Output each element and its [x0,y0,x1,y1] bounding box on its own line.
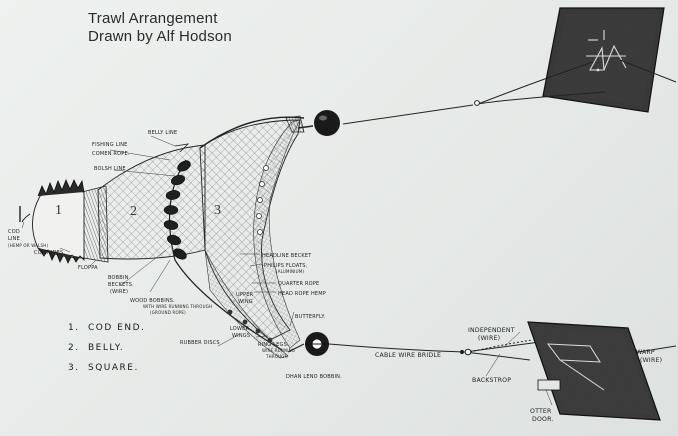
label-otter-door-2: DOOR. [532,416,554,423]
label-cowhides: COWHIDES. [34,250,65,256]
lower-dhan-leno-bobbin [287,332,329,356]
legend-num-3: 3. [68,363,80,373]
label-rubber-discs: RUBBER DISCS [180,340,220,346]
legend-text-3: SQUARE. [88,363,139,373]
label-upper-wing-2: WING [238,299,253,305]
label-ring-legs-note: WIRE RUNNING [262,348,295,353]
label-bobbin-beckets-2: BECKETS. [108,282,134,288]
label-upper-wing: UPPER [236,292,254,298]
upper-otter-door [542,7,665,113]
label-backstrop: BACKSTROP [472,377,511,384]
label-lower-wings-2: WINGS [232,333,250,339]
section-3-label: 3 [214,203,221,218]
section-2-label: 2 [130,204,137,219]
label-warp: WARP [636,349,655,356]
label-bolsh-line: BOLSH LINE [94,166,126,172]
legend-text-1: COD END. [88,323,145,333]
label-cod-line-2: LINE [8,236,20,242]
label-bobbin-beckets: BOBBIN [108,275,129,281]
label-wood-bobbins: WOOD BOBBINS. [130,298,175,304]
label-lower-wings: LOWER [230,326,249,332]
label-ring-legs-note2: THROUGH [265,354,288,359]
label-floppa: FLOPPA [78,265,98,271]
lower-otter-door [527,321,661,421]
diagram-subtitle: Drawn by Alf Hodson [88,28,232,45]
label-ring-legs: RING LEGS. [258,342,289,348]
label-cod-line: COD [8,229,20,235]
label-wood-bobbins-note: WITH WIRE RUNNING THROUGH [143,304,212,309]
diagram-title: Trawl Arrangement [88,10,218,27]
label-headline-becket: HEADLINE BECKET [262,253,312,259]
lower-bridle [328,339,677,361]
label-dhan-leno-bobbin: DHAN LENO BOBBIN. [286,374,342,380]
label-comben-rope: COMEN ROPE. [92,151,130,157]
label-philips-floats-note: (ALUMINIUM) [276,269,304,274]
label-wood-bobbins-note2: (GROUND ROPE) [150,310,186,315]
label-bobbin-beckets-3: (WIRE) [110,289,128,295]
label-quarter-rope: QUARTER ROPE [278,281,319,287]
label-cable-wire-bridle: CABLE WIRE BRIDLE [375,352,441,359]
label-warp-note: (WIRE) [640,357,662,364]
label-fishing-line: FISHING LINE [92,142,128,148]
label-cod-line-note: (HEMP OR WALSH) [8,243,48,248]
label-belly-line: BELLY LINE [148,130,177,136]
upper-warp [342,59,677,125]
section-1-label: 1 [55,203,62,218]
label-philips-floats: PHILIPS FLOATS. [264,263,308,269]
legend: 1. COD END. 2. BELLY. 3. SQUARE. [68,323,145,373]
label-otter-door: OTTER [530,408,552,415]
legend-text-2: BELLY. [88,343,124,353]
legend-num-1: 1. [68,323,80,333]
label-independent-note: (WIRE) [478,335,500,342]
legend-num-2: 2. [68,343,80,353]
trawl-net [19,115,305,359]
label-independent: INDEPENDENT [468,327,515,334]
leader-lines [21,135,553,406]
label-butterfly: BUTTERFLY. [295,314,326,320]
label-head-rope-hemp: HEAD ROPE HEMP [278,291,326,297]
